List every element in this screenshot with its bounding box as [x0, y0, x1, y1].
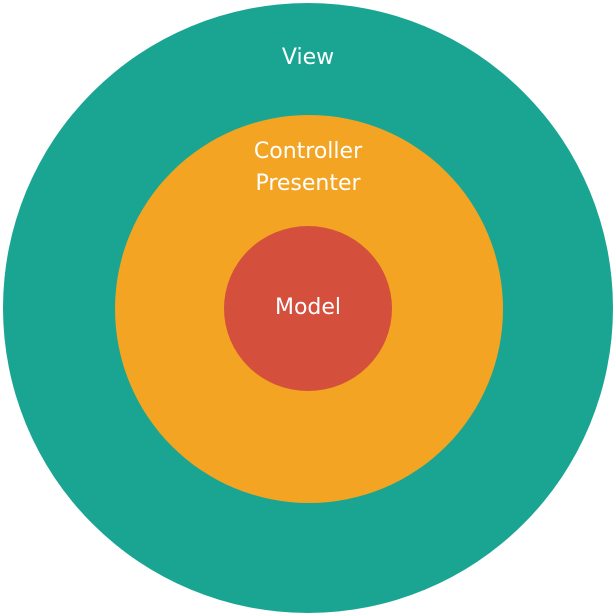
presenter-label: Presenter: [255, 171, 361, 196]
model-layer-circle: [224, 226, 392, 391]
view-label: View: [281, 45, 335, 70]
controller-label: Controller: [253, 139, 363, 164]
model-label: Model: [274, 295, 342, 320]
controller-presenter-label: Controller Presenter: [0, 136, 616, 200]
